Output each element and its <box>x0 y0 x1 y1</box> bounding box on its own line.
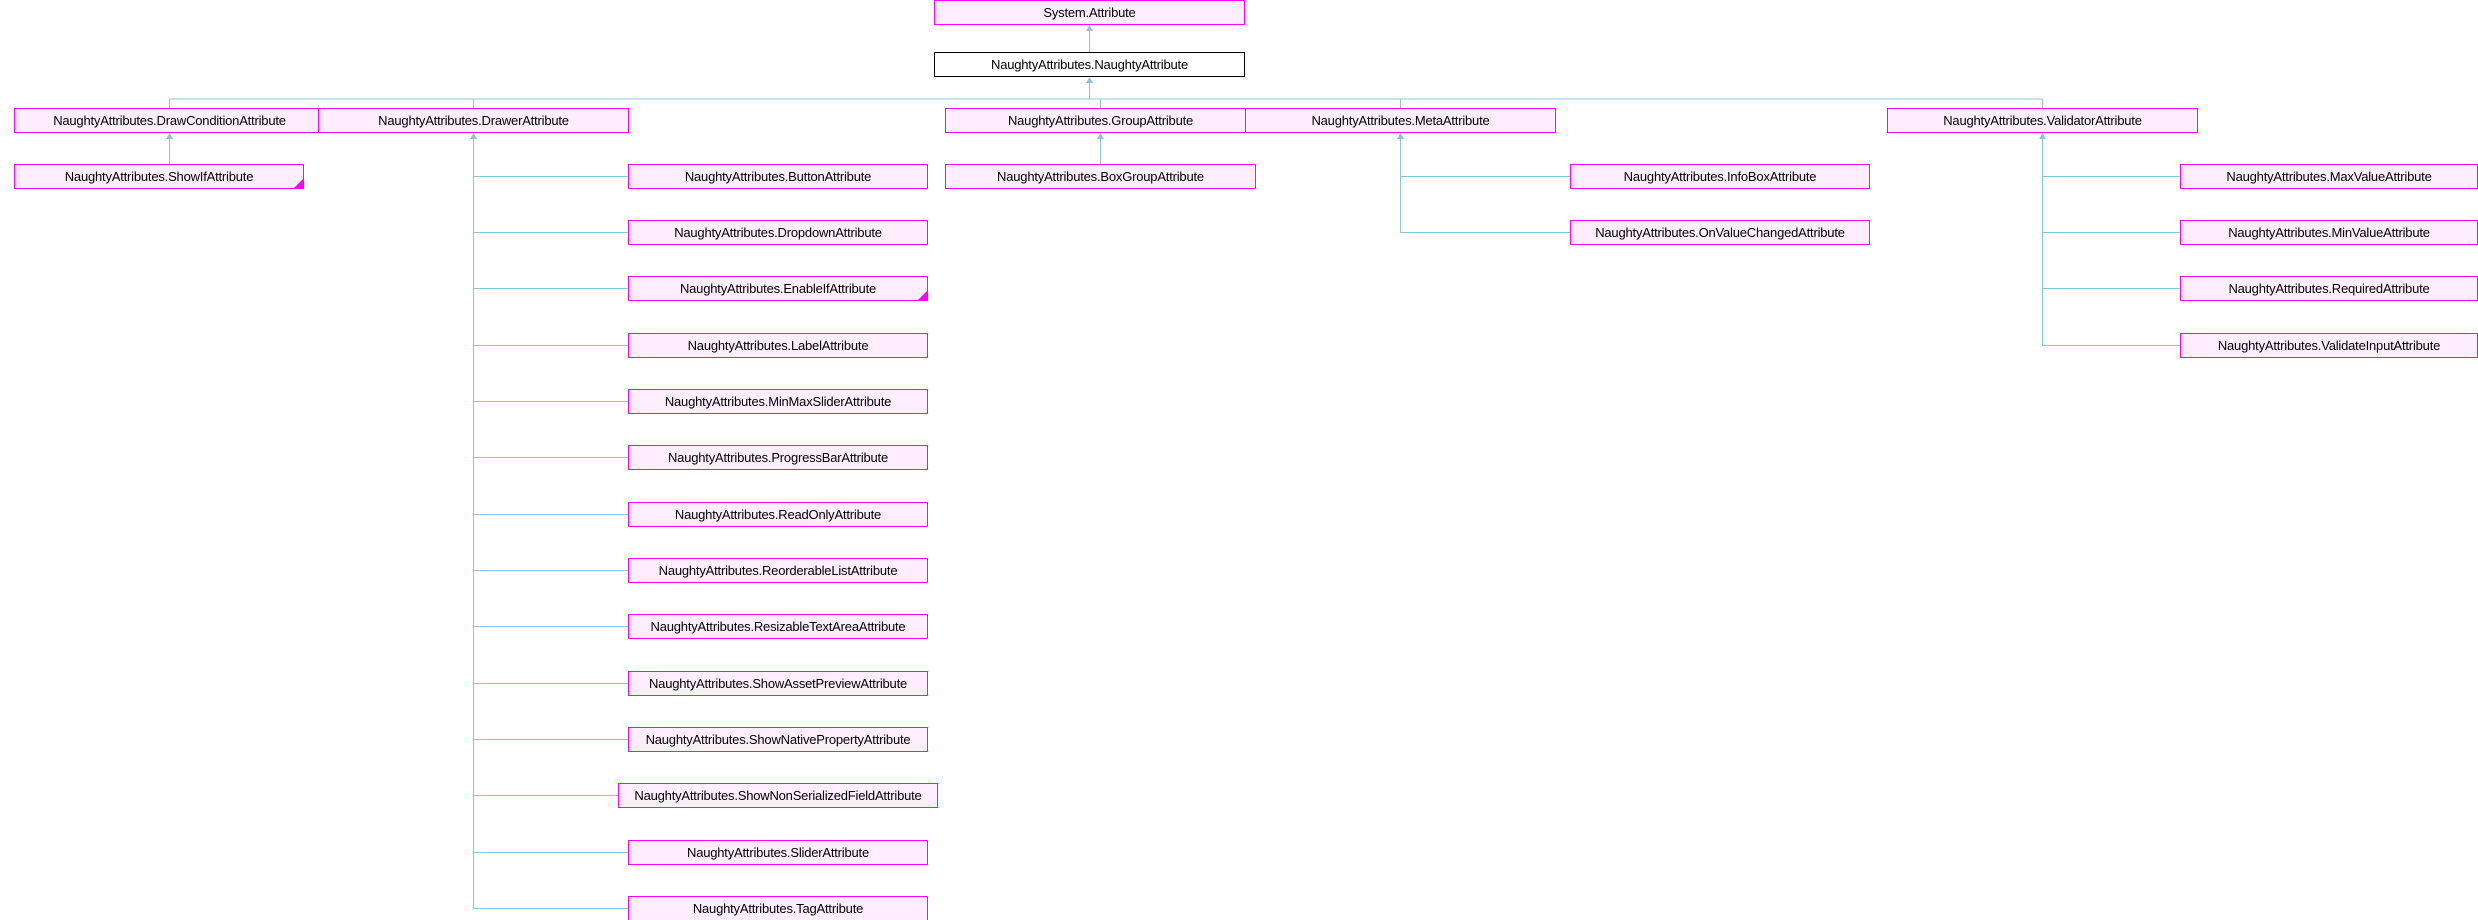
class-node[interactable]: NaughtyAttributes.ResizableTextAreaAttri… <box>628 614 928 639</box>
class-node[interactable]: System.Attribute <box>934 0 1245 25</box>
class-node[interactable]: NaughtyAttributes.BoxGroupAttribute <box>945 164 1256 189</box>
class-node[interactable]: NaughtyAttributes.ProgressBarAttribute <box>628 445 928 470</box>
class-node[interactable]: NaughtyAttributes.RequiredAttribute <box>2180 276 2478 301</box>
class-node[interactable]: NaughtyAttributes.DropdownAttribute <box>628 220 928 245</box>
class-node[interactable]: NaughtyAttributes.GroupAttribute <box>945 108 1256 133</box>
class-node[interactable]: NaughtyAttributes.DrawerAttribute <box>318 108 629 133</box>
class-node[interactable]: NaughtyAttributes.MaxValueAttribute <box>2180 164 2478 189</box>
class-node[interactable]: NaughtyAttributes.TagAttribute <box>628 896 928 920</box>
class-node[interactable]: NaughtyAttributes.ValidatorAttribute <box>1887 108 2198 133</box>
class-node[interactable]: NaughtyAttributes.ReadOnlyAttribute <box>628 502 928 527</box>
class-node[interactable]: NaughtyAttributes.ShowIfAttribute <box>14 164 304 189</box>
class-node[interactable]: NaughtyAttributes.ReorderableListAttribu… <box>628 558 928 583</box>
class-node[interactable]: NaughtyAttributes.NaughtyAttribute <box>934 52 1245 77</box>
class-node[interactable]: NaughtyAttributes.ShowNonSerializedField… <box>618 783 938 808</box>
class-node[interactable]: NaughtyAttributes.MetaAttribute <box>1245 108 1556 133</box>
class-node[interactable]: NaughtyAttributes.ShowNativePropertyAttr… <box>628 727 928 752</box>
class-node[interactable]: NaughtyAttributes.DrawConditionAttribute <box>14 108 325 133</box>
class-node[interactable]: NaughtyAttributes.ShowAssetPreviewAttrib… <box>628 671 928 696</box>
class-node[interactable]: NaughtyAttributes.SliderAttribute <box>628 840 928 865</box>
class-node[interactable]: NaughtyAttributes.ValidateInputAttribute <box>2180 333 2478 358</box>
class-node[interactable]: NaughtyAttributes.MinValueAttribute <box>2180 220 2478 245</box>
class-node[interactable]: NaughtyAttributes.EnableIfAttribute <box>628 276 928 301</box>
class-node[interactable]: NaughtyAttributes.LabelAttribute <box>628 333 928 358</box>
class-node[interactable]: NaughtyAttributes.OnValueChangedAttribut… <box>1570 220 1870 245</box>
class-node[interactable]: NaughtyAttributes.InfoBoxAttribute <box>1570 164 1870 189</box>
class-node[interactable]: NaughtyAttributes.MinMaxSliderAttribute <box>628 389 928 414</box>
class-node[interactable]: NaughtyAttributes.ButtonAttribute <box>628 164 928 189</box>
